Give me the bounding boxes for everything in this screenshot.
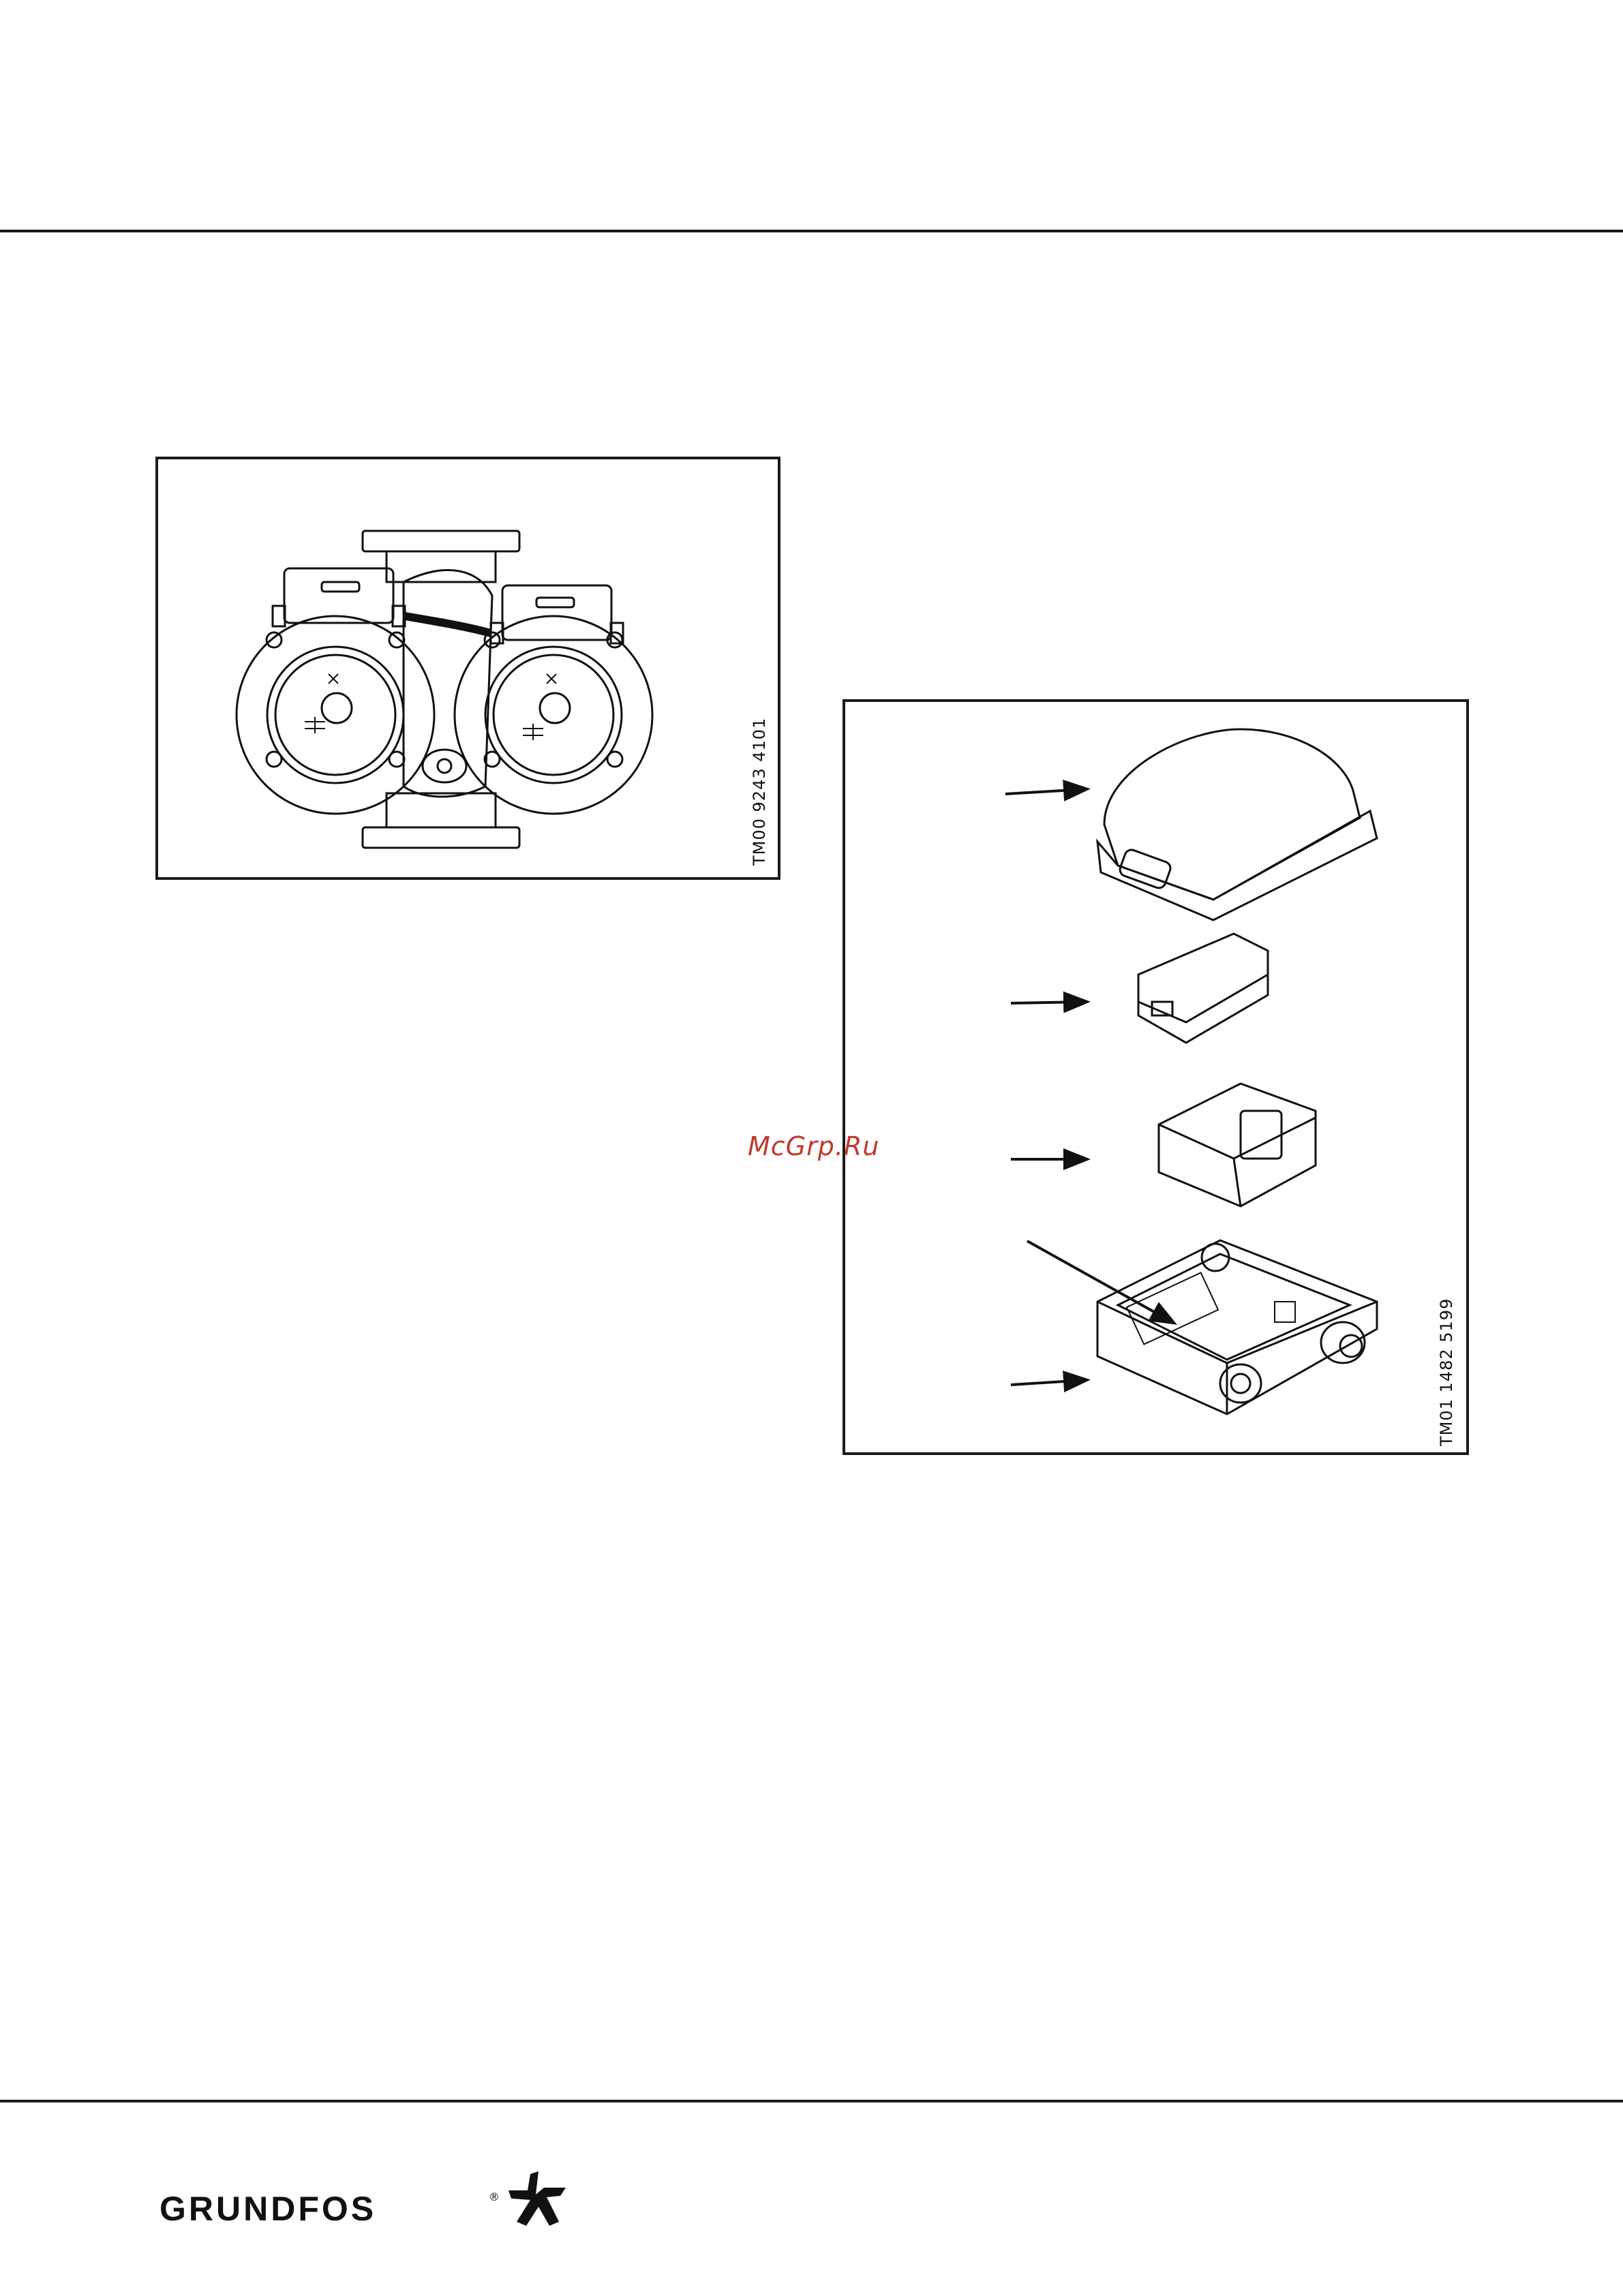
figure1-code: TM00 9243 4101 — [750, 718, 769, 866]
twin-pump-illustration — [158, 459, 783, 883]
terminal-box-illustration — [845, 702, 1472, 1458]
right-pump-face — [485, 647, 622, 783]
arrow-terminals — [1027, 1241, 1172, 1322]
bottom-neck — [386, 793, 496, 827]
watermark: McGrp.Ru — [748, 1131, 879, 1161]
grundfos-logo-text: GRUNDFOS — [160, 2189, 376, 2229]
cable-gland-right — [1321, 1322, 1365, 1363]
grundfos-dancing-man-icon — [503, 2167, 571, 2235]
figure2-code: TM01 1482 5199 — [1437, 1298, 1456, 1446]
connecting-cable — [405, 616, 491, 633]
header-rule — [0, 230, 1623, 232]
right-pump-hub — [540, 693, 570, 723]
top-flange — [363, 531, 519, 551]
footer-rule — [0, 2100, 1623, 2102]
left-pump-hub — [322, 693, 352, 723]
left-terminal-box — [284, 568, 393, 623]
arrow-module — [1011, 1002, 1085, 1003]
bottom-flange — [363, 827, 519, 848]
arrow-cover — [1005, 789, 1085, 794]
base-box — [1097, 1240, 1377, 1414]
terminal-strip — [1127, 1272, 1218, 1344]
twin-pump-figure — [155, 457, 780, 880]
pump-body — [404, 570, 492, 797]
arrow-base — [1011, 1380, 1085, 1385]
right-terminal-box — [502, 585, 611, 640]
terminal-box-exploded-figure — [843, 699, 1469, 1455]
left-pump-face — [267, 647, 404, 783]
module — [1138, 934, 1268, 1022]
registered-mark: ® — [489, 2190, 500, 2203]
top-neck — [386, 551, 496, 582]
